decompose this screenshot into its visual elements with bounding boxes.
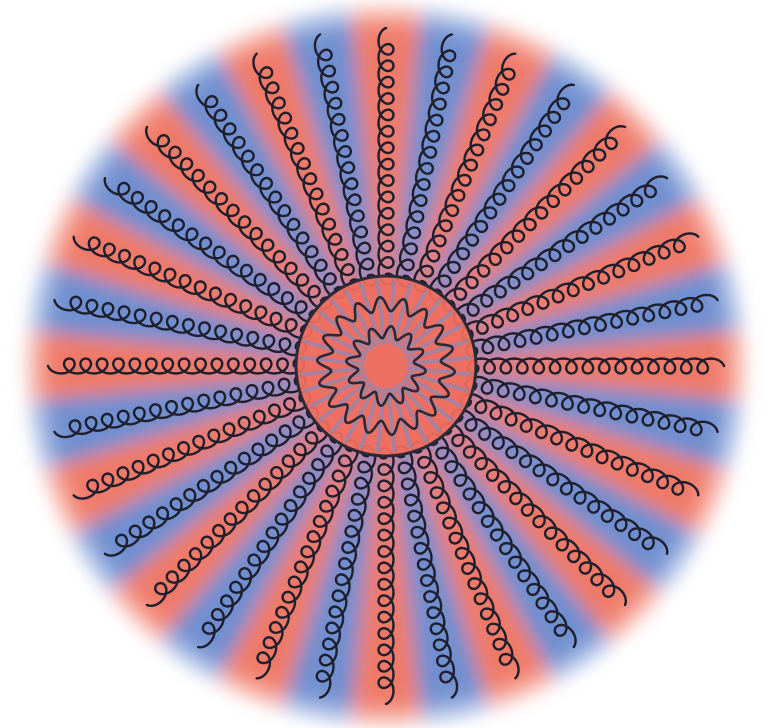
center-hub [296,276,476,456]
